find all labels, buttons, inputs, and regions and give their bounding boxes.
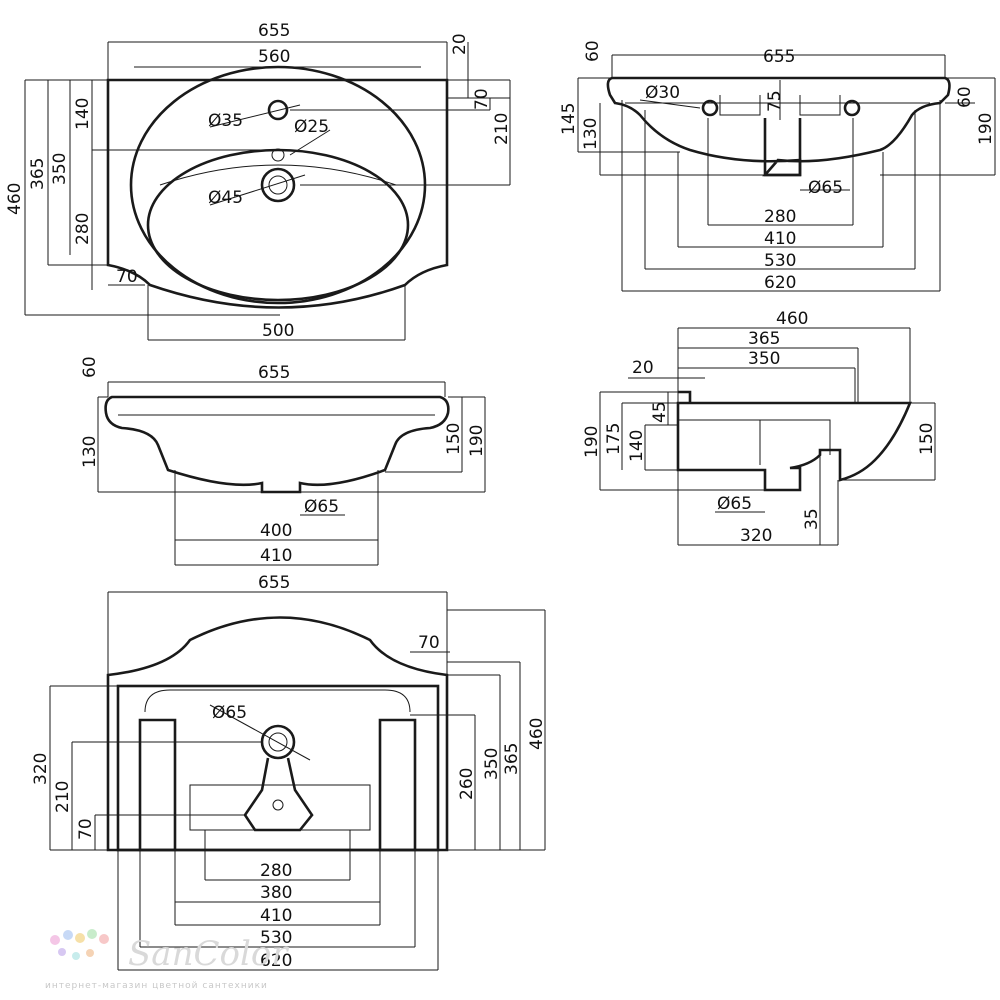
dim-bottom-460: 460 xyxy=(527,718,547,750)
profile-view: 460 365 20 350 45 190 175 140 150 Ø65 35… xyxy=(582,309,937,546)
watermark-subtitle: интернет-магазин цветной сантехники xyxy=(45,981,268,991)
dim-profile-dia65: Ø65 xyxy=(717,494,752,514)
dim-top-500: 500 xyxy=(262,321,294,341)
dim-side-60: 60 xyxy=(583,40,603,62)
dim-side-530: 530 xyxy=(764,251,796,271)
dim-bottom-210: 210 xyxy=(53,781,73,813)
dim-profile-365: 365 xyxy=(748,329,780,349)
dim-profile-140: 140 xyxy=(627,430,647,462)
dim-bottom-280: 280 xyxy=(260,861,292,881)
dim-profile-190: 190 xyxy=(582,426,602,458)
dim-top-655: 655 xyxy=(258,21,290,41)
dim-side-dia65: Ø65 xyxy=(808,178,843,198)
dim-side-60b: 60 xyxy=(955,86,975,108)
dim-top-70: 70 xyxy=(472,88,492,110)
dim-top-460: 460 xyxy=(5,183,25,215)
dim-bottom-655: 655 xyxy=(258,573,290,593)
dim-bottom-380: 380 xyxy=(260,883,292,903)
dim-top-dia35: Ø35 xyxy=(208,111,243,131)
watermark-brand: SanColor xyxy=(128,934,289,974)
dim-side-145: 145 xyxy=(559,103,579,135)
dim-front-dia65: Ø65 xyxy=(304,497,339,517)
dim-top-20: 20 xyxy=(450,33,470,55)
dim-front-60: 60 xyxy=(80,356,100,378)
dim-side-190: 190 xyxy=(976,113,996,145)
bottom-view: 655 70 Ø65 320 210 70 260 350 365 460 28… xyxy=(31,573,547,971)
dim-side-620: 620 xyxy=(764,273,796,293)
dim-bottom-350: 350 xyxy=(482,748,502,780)
dim-profile-45: 45 xyxy=(650,401,670,423)
side-view-right: 60 655 Ø30 75 60 145 130 190 Ø65 280 410… xyxy=(559,40,996,293)
dim-bottom-70: 70 xyxy=(418,633,440,653)
watermark: SanColor интернет-магазин цветной сантех… xyxy=(45,929,289,991)
dim-bottom-620: 620 xyxy=(260,951,292,971)
dim-side-410: 410 xyxy=(764,229,796,249)
dim-profile-350: 350 xyxy=(748,349,780,369)
dim-bottom-260: 260 xyxy=(457,768,477,800)
dim-profile-320: 320 xyxy=(740,526,772,546)
dim-top-560: 560 xyxy=(258,47,290,67)
dim-bottom-365: 365 xyxy=(502,743,522,775)
dim-top-280: 280 xyxy=(73,213,93,245)
dim-front-655: 655 xyxy=(258,363,290,383)
dim-front-190: 190 xyxy=(467,425,487,457)
dim-top-210: 210 xyxy=(492,113,512,145)
dim-side-280: 280 xyxy=(764,207,796,227)
dim-bottom-320: 320 xyxy=(31,753,51,785)
dim-front-130: 130 xyxy=(80,436,100,468)
dim-top-365: 365 xyxy=(28,158,48,190)
dim-bottom-dia65: Ø65 xyxy=(212,703,247,723)
dim-bottom-530: 530 xyxy=(260,928,292,948)
dim-top-dia25: Ø25 xyxy=(294,117,329,137)
dim-bottom-70b: 70 xyxy=(76,818,96,840)
dim-profile-175: 175 xyxy=(604,423,624,455)
dim-side-75: 75 xyxy=(765,90,785,112)
dim-side-dia30: Ø30 xyxy=(645,83,680,103)
dim-front-150: 150 xyxy=(444,423,464,455)
dim-side-130: 130 xyxy=(581,118,601,150)
dim-bottom-410: 410 xyxy=(260,906,292,926)
dim-profile-460: 460 xyxy=(776,309,808,329)
dim-profile-150: 150 xyxy=(917,423,937,455)
dim-top-70b: 70 xyxy=(116,267,138,287)
dim-front-400: 400 xyxy=(260,521,292,541)
dim-top-140: 140 xyxy=(73,98,93,130)
dim-front-410: 410 xyxy=(260,546,292,566)
top-view: 655 560 20 70 210 460 365 350 140 280 70… xyxy=(5,21,512,341)
dim-profile-35: 35 xyxy=(802,508,822,530)
dim-side-655: 655 xyxy=(763,47,795,67)
dim-profile-20: 20 xyxy=(632,358,654,378)
dim-top-350: 350 xyxy=(50,153,70,185)
dim-top-dia45: Ø45 xyxy=(208,188,243,208)
front-view: 60 655 130 150 190 Ø65 400 410 xyxy=(80,356,487,566)
